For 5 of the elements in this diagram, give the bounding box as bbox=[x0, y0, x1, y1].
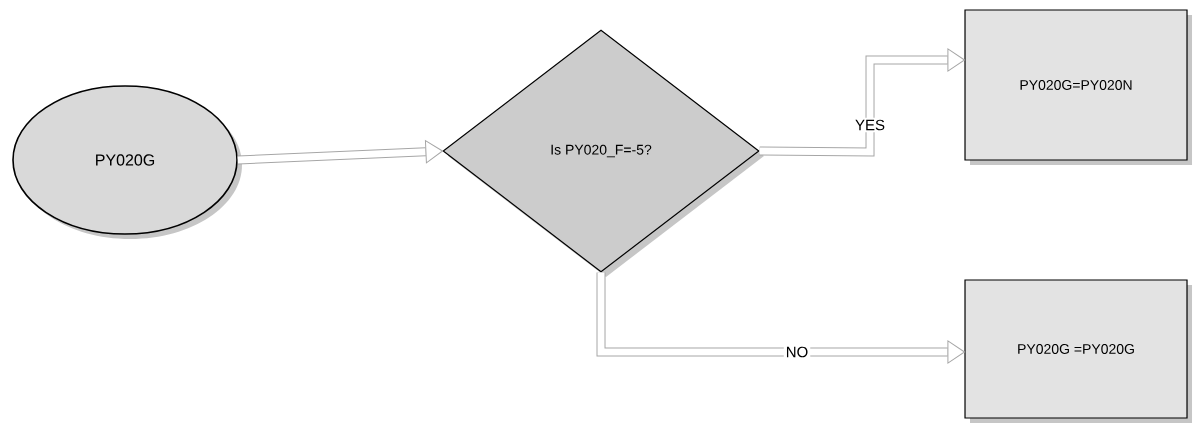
process-box: PY020G=PY020N bbox=[964, 9, 1192, 165]
arrow bbox=[596, 272, 965, 364]
arrow bbox=[759, 48, 965, 157]
arrow bbox=[237, 140, 443, 165]
process-box: PY020G =PY020G bbox=[964, 279, 1192, 423]
